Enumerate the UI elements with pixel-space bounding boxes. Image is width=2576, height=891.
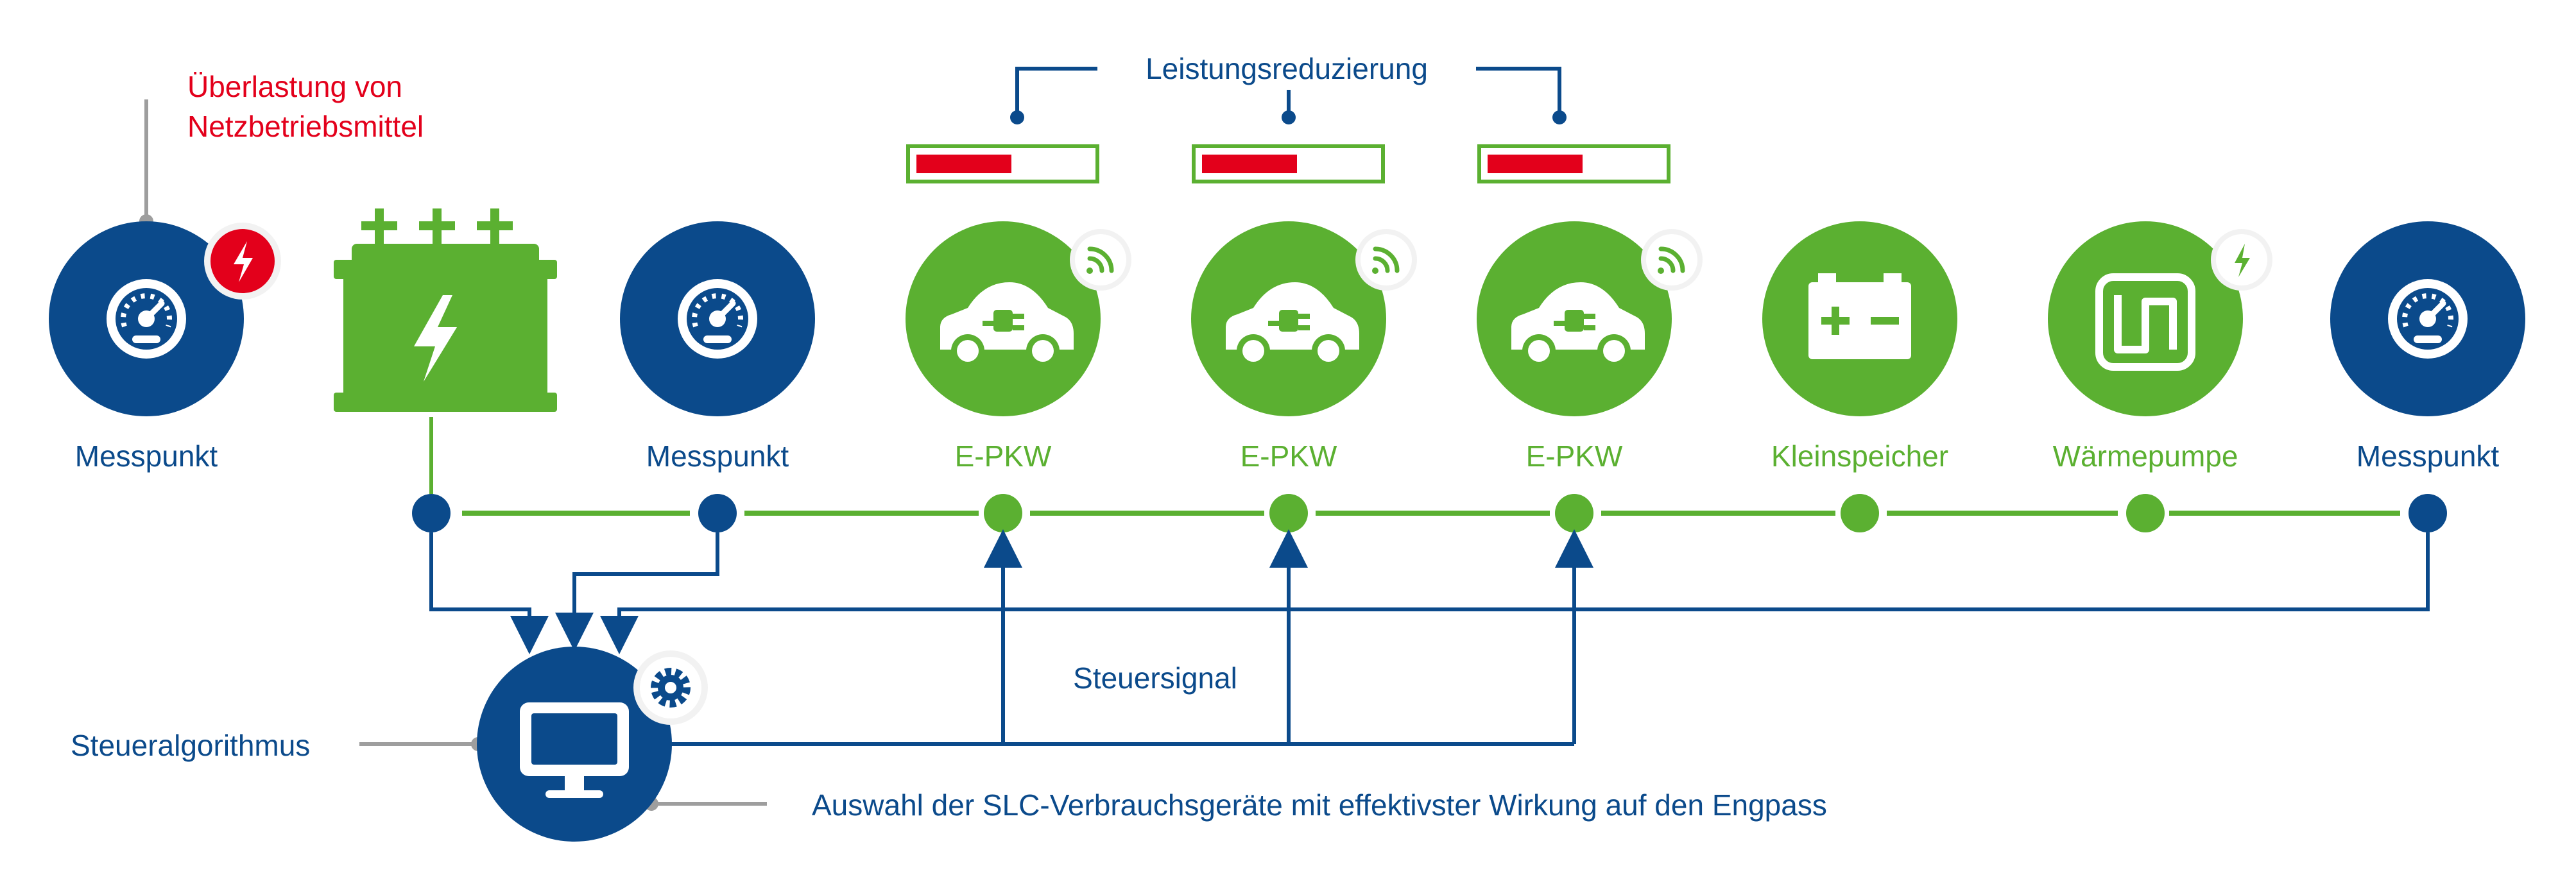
selection-label: Auswahl der SLC-Verbrauchsgeräte mit eff… bbox=[812, 788, 1827, 822]
node-label-meter-3: Messpunkt bbox=[2356, 439, 2500, 473]
gear-badge bbox=[633, 650, 708, 725]
measure-line-3 bbox=[600, 532, 2430, 654]
node-storage bbox=[1762, 221, 1957, 416]
bracket-left bbox=[1015, 67, 1097, 115]
node-label-ev-2: E-PKW bbox=[1240, 439, 1337, 473]
overload-label-line1: Überlastung von bbox=[187, 70, 402, 103]
power-bar-ev-2 bbox=[1192, 144, 1385, 183]
node-meter-1 bbox=[49, 221, 281, 416]
power-bar-fill bbox=[1488, 155, 1583, 173]
gear-icon bbox=[651, 668, 691, 708]
battery-transformer-icon bbox=[334, 208, 557, 412]
wireless-badge bbox=[1355, 229, 1417, 291]
bus-node-storage bbox=[1841, 494, 1879, 532]
gauge-icon bbox=[107, 279, 186, 359]
wireless-badge bbox=[1070, 229, 1131, 291]
node-ev-3 bbox=[1477, 221, 1703, 416]
battery-icon bbox=[1808, 273, 1911, 359]
node-label-ev-1: E-PKW bbox=[954, 439, 1052, 473]
node-heatpump bbox=[2048, 221, 2272, 416]
bus-node-measure bbox=[412, 494, 451, 532]
node-meter-2 bbox=[620, 221, 815, 416]
lightning-badge bbox=[2211, 229, 2272, 291]
power-reduction-bars bbox=[906, 144, 1670, 183]
bus-node-measure bbox=[2409, 494, 2447, 532]
measure-line-1 bbox=[429, 532, 549, 654]
bracket-dot bbox=[1282, 110, 1296, 124]
power-bar-ev-3 bbox=[1477, 144, 1670, 183]
wireless-badge bbox=[1641, 229, 1703, 291]
wireless-signal-icon bbox=[1658, 246, 1685, 274]
control-signal-label: Steuersignal bbox=[1073, 661, 1237, 695]
power-bar-ev-1 bbox=[906, 144, 1099, 183]
wireless-signal-icon bbox=[1372, 246, 1400, 274]
bracket-right bbox=[1476, 67, 1561, 115]
measure-line-2 bbox=[555, 532, 719, 651]
gauge-icon bbox=[678, 279, 757, 359]
power-bar-fill bbox=[1202, 155, 1297, 173]
monitor-icon bbox=[520, 702, 629, 798]
measurement-lines bbox=[429, 532, 2430, 654]
electric-car-icon bbox=[1226, 282, 1359, 368]
bracket-dot bbox=[1010, 110, 1024, 124]
node-label-meter-2: Messpunkt bbox=[646, 439, 789, 473]
bus-node-heatpump bbox=[2126, 494, 2165, 532]
power-reduction-title: Leistungsreduzierung bbox=[1146, 52, 1428, 85]
lightning-icon bbox=[2235, 244, 2250, 277]
algorithm-node bbox=[477, 647, 708, 842]
algorithm-label: Steueralgorithmus bbox=[71, 729, 311, 762]
node-label-heatpump: Wärmepumpe bbox=[2052, 439, 2238, 473]
power-bar-fill bbox=[916, 155, 1011, 173]
node-meter-3 bbox=[2330, 221, 2525, 416]
control-signal-lines bbox=[671, 529, 1593, 746]
bracket-dot bbox=[1552, 110, 1567, 124]
overload-badge bbox=[204, 223, 281, 300]
bus-node-ev bbox=[984, 494, 1022, 532]
heat-pump-icon bbox=[2095, 273, 2195, 371]
wireless-signal-icon bbox=[1086, 246, 1114, 274]
bus-node-ev bbox=[1555, 494, 1593, 532]
overload-label-line2: Netzbetriebsmittel bbox=[187, 110, 424, 143]
node-label-storage: Kleinspeicher bbox=[1771, 439, 1949, 473]
electric-car-icon bbox=[1511, 282, 1645, 368]
node-label-meter-1: Messpunkt bbox=[74, 439, 218, 473]
gauge-icon bbox=[2388, 279, 2468, 359]
node-label-ev-3: E-PKW bbox=[1525, 439, 1623, 473]
node-ev-2 bbox=[1191, 221, 1417, 416]
lightning-icon bbox=[234, 241, 253, 282]
bus-node-measure bbox=[698, 494, 737, 532]
node-ev-1 bbox=[906, 221, 1131, 416]
bus-node-ev bbox=[1269, 494, 1308, 532]
bus-nodes bbox=[412, 494, 2447, 532]
electric-car-icon bbox=[940, 282, 1074, 368]
